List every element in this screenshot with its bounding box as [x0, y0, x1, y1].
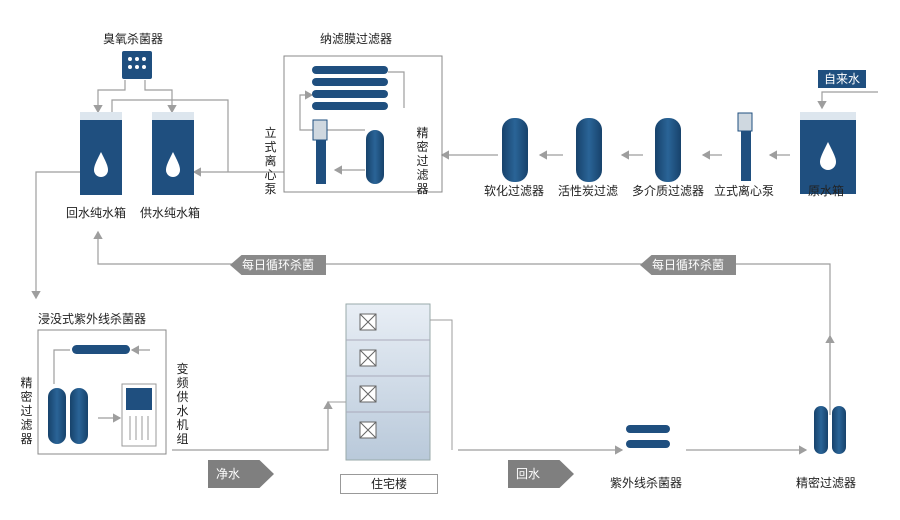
raw-tank-label: 原水箱: [808, 184, 845, 198]
uv-sterilizer-icon: [626, 425, 670, 448]
immersion-uv-label: 浸没式紫外线杀菌器: [38, 312, 147, 326]
carbon-label: 活性炭过滤: [558, 184, 619, 198]
precision-left-label: 精密过滤器: [20, 376, 33, 446]
carbon-filter-icon: [576, 118, 602, 182]
softener-icon: [502, 118, 528, 182]
building-icon: [328, 303, 453, 461]
pump-top-label: 立式离心泵: [264, 126, 277, 196]
softener-label: 软化过滤器: [484, 184, 545, 198]
precision-right-label: 精密过滤器: [796, 476, 857, 490]
flow-lines: [31, 71, 878, 455]
building-label: 住宅楼: [340, 474, 438, 494]
right-precision-filters-icon: [814, 406, 846, 454]
clean-water-arrow: 净水: [208, 460, 274, 488]
multimedia-filter-icon: [655, 118, 681, 182]
return-water-arrow: 回水: [508, 460, 574, 488]
immersion-uv-box: [37, 329, 167, 455]
return-tank-label: 回水纯水箱: [66, 206, 127, 220]
nf-label: 纳滤膜过滤器: [320, 32, 393, 46]
ozone-generator-icon: [122, 51, 152, 79]
pump-right-label: 立式离心泵: [714, 184, 775, 198]
nf-pump-icon: [312, 119, 328, 184]
pump-right-icon: [737, 112, 753, 181]
nf-precision-filter-icon: [366, 130, 384, 184]
supply-water-tank-icon: [152, 112, 194, 195]
left-precision-filters-icon: [48, 388, 88, 444]
nf-box: [283, 55, 443, 193]
tap-water-label: 自来水: [818, 70, 867, 88]
multimedia-label: 多介质过滤器: [632, 184, 705, 198]
supply-tank-label: 供水纯水箱: [140, 206, 201, 220]
ozone-label: 臭氧杀菌器: [103, 32, 164, 46]
daily-loop-left-arrow: 每日循环杀菌: [230, 255, 326, 275]
uv-label: 紫外线杀菌器: [610, 476, 683, 490]
raw-water-tank-icon: [800, 112, 856, 194]
precision-top-label: 精密过滤器: [416, 126, 429, 196]
return-water-tank-icon: [80, 112, 122, 195]
nf-membranes-icon: [312, 66, 388, 110]
vfd-label: 变频供水机组: [176, 362, 189, 446]
daily-loop-right-arrow: 每日循环杀菌: [640, 255, 736, 275]
vfd-cabinet-icon: [121, 383, 157, 447]
immersion-uv-lamp-icon: [72, 345, 130, 354]
